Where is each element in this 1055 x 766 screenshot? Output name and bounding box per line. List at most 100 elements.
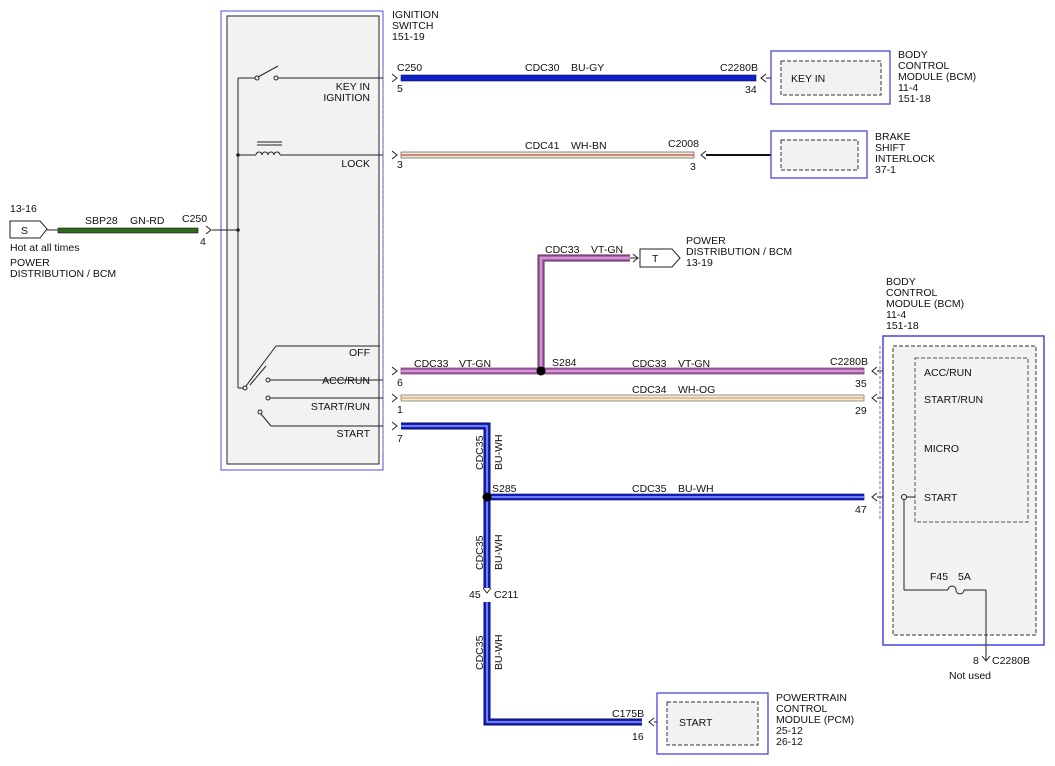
- bcm-right-micro-box: [914, 357, 1029, 523]
- bcm-top-name-1: BODY: [898, 49, 928, 61]
- wire-cdc33-left-color: VT-GN: [459, 358, 491, 370]
- pcm-name-2: CONTROL: [776, 703, 827, 715]
- wire-cdc30-pin-right: 34: [745, 84, 757, 96]
- bcm-right-ref-1: 11-4: [886, 309, 906, 321]
- position-key-in-1: KEY IN: [336, 81, 370, 93]
- splice-s284-dot: [536, 366, 546, 376]
- wire-cdc30-color: BU-GY: [571, 62, 604, 74]
- wire-cdc35-mid-color: BU-WH: [493, 534, 505, 570]
- wire-cdc41-conn-right: C2008: [668, 138, 699, 150]
- splice-s285-label: S285: [492, 483, 517, 495]
- circuit-cdc34: 1 CDC34 WH-OG 29: [391, 384, 915, 417]
- ignition-switch-title-2: SWITCH: [392, 20, 433, 32]
- connector-c2280b-chevron: [871, 366, 878, 376]
- position-lock: LOCK: [341, 158, 370, 170]
- bcm-top-ref-1: 11-4: [898, 82, 918, 94]
- connector-chevron: [391, 421, 398, 431]
- wire-sbp28-pin: 4: [200, 236, 206, 248]
- wire-cdc30-pin-left: 5: [397, 83, 403, 95]
- pcm-inner: [666, 701, 759, 746]
- pd-bcm-t-source: T POWER DISTRIBUTION / BCM 13-19: [639, 235, 792, 269]
- wire-cdc35-bottom: [484, 602, 642, 725]
- wire-cdc35-mid-pin: 45: [469, 589, 481, 601]
- connector-chevron: [391, 366, 398, 376]
- wire-cdc35-pin-right: 47: [855, 504, 867, 516]
- splice-s284-label: S284: [552, 357, 577, 369]
- brake-name-1: BRAKE: [875, 131, 911, 143]
- wire-cdc35-pin-left: 7: [397, 433, 403, 445]
- bcm-right-pin-8: 8: [973, 655, 979, 667]
- bus-junction: [236, 228, 240, 232]
- bcm-top-inner: [780, 60, 882, 96]
- wire-cdc33-connector: C2280B: [830, 356, 868, 368]
- bcm-top-name-2: CONTROL: [898, 60, 949, 72]
- connector-chevron: [391, 393, 398, 403]
- power-source-name-2: DISTRIBUTION / BCM: [10, 268, 116, 280]
- pd-bcm-t-name-2: DISTRIBUTION / BCM: [686, 246, 792, 258]
- power-source-note: Hot at all times: [10, 242, 79, 254]
- pcm-module: START POWERTRAIN CONTROL MODULE (PCM) 25…: [656, 692, 854, 755]
- bcm-right-name-3: MODULE (BCM): [886, 298, 964, 310]
- pcm-ref-2: 26-12: [776, 736, 803, 748]
- bcm-top-module: KEY IN BODY CONTROL MODULE (BCM) 11-4 15…: [770, 49, 976, 105]
- power-source-name-1: POWER: [10, 257, 50, 269]
- wire-cdc33-top-color: VT-GN: [591, 244, 623, 256]
- start-contact-blade: [260, 413, 272, 427]
- wire-cdc30-circuit: CDC30: [525, 62, 560, 74]
- connector-c2280b-chevron: [981, 655, 991, 662]
- cdc35-bottom-outline: [483, 602, 642, 726]
- bcm-right-start: START: [924, 492, 958, 504]
- cdc33-top-outline: [537, 254, 630, 371]
- wire-cdc35-bottom-pin: 16: [632, 731, 644, 743]
- wire-cdc33-top: [538, 255, 630, 371]
- connector-c2280b-chevron: [760, 73, 767, 83]
- fuse-f45-symbol: [947, 585, 965, 595]
- power-source-ref: 13-16: [10, 203, 37, 215]
- circuit-cdc33: CDC33 VT-GN S284 6 CDC33 VT-GN CDC33 VT-…: [391, 244, 915, 390]
- wire-cdc41-circuit: CDC41: [525, 140, 560, 152]
- brake-inner: [780, 139, 859, 171]
- wire-cdc34-pin-left: 1: [397, 404, 403, 416]
- switch-wiper-blade: [245, 345, 277, 387]
- wire-cdc33-pin-left: 6: [397, 377, 403, 389]
- bcm-right-module: BODY CONTROL MODULE (BCM) 11-4 151-18 AC…: [879, 276, 1045, 682]
- brake-name-2: SHIFT: [875, 142, 906, 154]
- wire-cdc33-top-circuit: CDC33: [545, 244, 580, 256]
- bcm-right-not-used: Not used: [949, 670, 991, 682]
- fuse-f45-rating: 5A: [958, 571, 971, 583]
- wire-cdc33-pin-right: 35: [855, 378, 867, 390]
- start-contact-point: [257, 409, 263, 415]
- cdc33-top-stripe: [540, 257, 630, 371]
- bcm-right-name-2: CONTROL: [886, 287, 937, 299]
- ignition-switch: IGNITION SWITCH 151-19 KEY IN: [212, 9, 439, 471]
- connector-chevron: [391, 150, 398, 160]
- wire-sbp28-connector: C250: [182, 213, 207, 225]
- key-in-contact-point: [254, 75, 260, 81]
- bcm-right-name-1: BODY: [886, 276, 916, 288]
- connector-chevron: [632, 253, 639, 263]
- ignition-switch-ref: 151-19: [392, 31, 425, 43]
- brake-ref: 37-1: [875, 164, 896, 176]
- position-off: OFF: [349, 347, 370, 359]
- wire-cdc41-color: WH-BN: [571, 140, 607, 152]
- brake-shift-interlock: BRAKE SHIFT INTERLOCK 37-1: [770, 130, 935, 179]
- wire-cdc35-bottom-circuit: CDC35: [474, 635, 486, 670]
- wire-cdc35-bottom-connector: C175B: [612, 708, 644, 720]
- position-key-in-2: IGNITION: [323, 92, 370, 104]
- pd-bcm-t-name-1: POWER: [686, 235, 726, 247]
- wire-cdc34-circuit: CDC34: [632, 384, 667, 396]
- pcm-name-3: MODULE (PCM): [776, 714, 854, 726]
- bcm-right-conn-out: C2280B: [992, 655, 1030, 667]
- lock-solenoid-coil: [255, 151, 281, 156]
- connector-c250-chevron: [391, 73, 398, 83]
- cdc35-top-stripe: [401, 425, 488, 588]
- bcm-right-ref-2: 151-18: [886, 320, 919, 332]
- pd-bcm-t-label: T: [652, 253, 659, 265]
- circuit-cdc35: 7 CDC35 BU-WH S285 CDC35 BU-WH 47 CDC35 …: [391, 421, 903, 743]
- power-source: 13-16 S Hot at all times POWER DISTRIBUT…: [9, 203, 212, 280]
- circuit-cdc41: 3 CDC41 WH-BN C2008 3: [391, 138, 781, 173]
- bcm-top-name-3: MODULE (BCM): [898, 71, 976, 83]
- wire-cdc34-pin-right: 29: [855, 405, 867, 417]
- wire-cdc33-left-circuit: CDC33: [414, 358, 449, 370]
